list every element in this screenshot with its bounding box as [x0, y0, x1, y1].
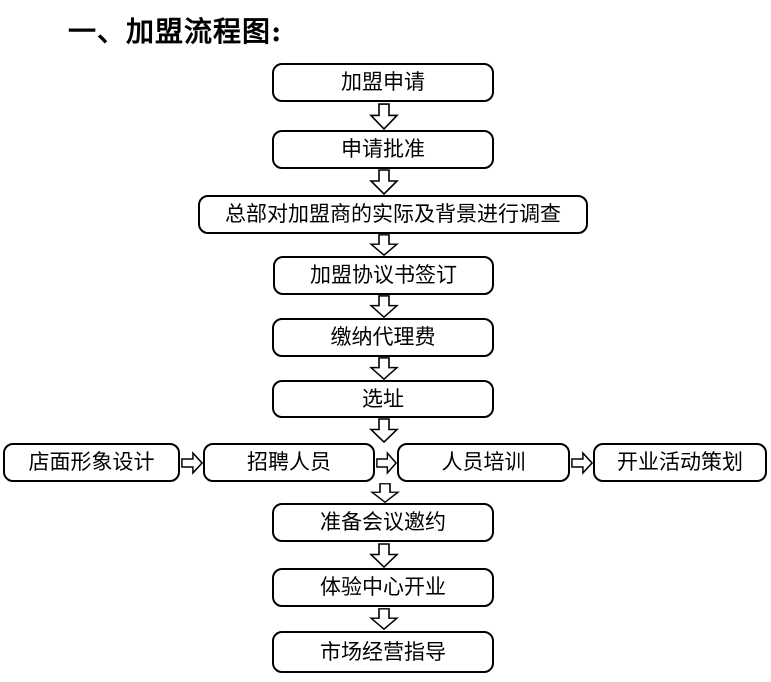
- down-arrow-icon: [369, 169, 399, 195]
- down-arrow-icon: [370, 483, 400, 503]
- flow-node-meeting-invite: 准备会议邀约: [272, 503, 494, 542]
- flow-node-site: 选址: [272, 380, 494, 418]
- right-arrow-icon: [376, 451, 397, 475]
- down-arrow-icon: [369, 357, 399, 380]
- page-title: 一、加盟流程图:: [68, 15, 283, 48]
- down-arrow-icon: [369, 234, 399, 256]
- flow-node-sign: 加盟协议书签订: [273, 256, 494, 295]
- flow-node-fee: 缴纳代理费: [272, 318, 494, 357]
- down-arrow-icon: [369, 295, 399, 318]
- flow-node-approve: 申请批准: [272, 130, 494, 169]
- right-arrow-icon: [571, 451, 593, 475]
- down-arrow-icon: [369, 418, 399, 443]
- flow-node-opening-plan: 开业活动策划: [593, 443, 767, 482]
- flow-node-store-design: 店面形象设计: [3, 443, 180, 482]
- flow-node-center-opening: 体验中心开业: [272, 568, 494, 607]
- flow-node-market-guidance: 市场经营指导: [272, 631, 494, 673]
- down-arrow-icon: [369, 543, 399, 568]
- down-arrow-icon: [369, 608, 399, 630]
- flow-node-apply: 加盟申请: [272, 63, 494, 102]
- right-arrow-icon: [181, 451, 203, 475]
- flow-node-investigate: 总部对加盟商的实际及背景进行调查: [198, 195, 588, 234]
- flow-node-recruit: 招聘人员: [203, 443, 375, 482]
- flow-node-training: 人员培训: [397, 443, 570, 482]
- down-arrow-icon: [369, 103, 399, 130]
